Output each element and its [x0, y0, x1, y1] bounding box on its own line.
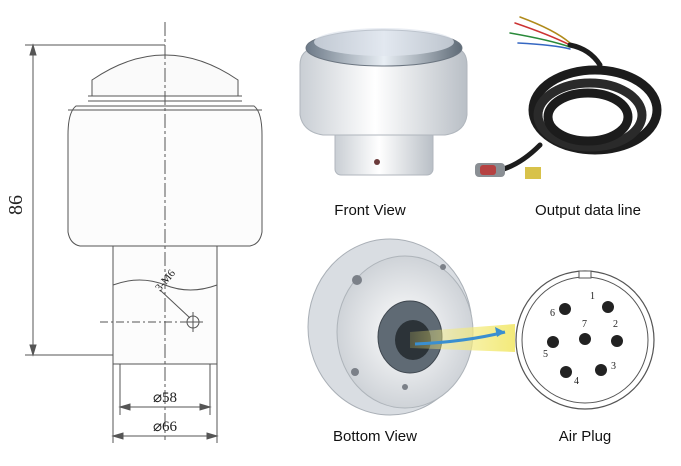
pin-4 [560, 366, 572, 378]
cable-illustration [475, 16, 662, 179]
pin-label-7: 7 [582, 319, 587, 330]
output-data-line-photo [470, 5, 670, 195]
plug-key-notch [578, 270, 592, 279]
pin-3 [595, 364, 607, 376]
pin-label-4: 4 [574, 376, 579, 387]
front-view-photo [295, 10, 475, 190]
diameter-66-label: ⌀66 [153, 419, 178, 435]
front-view-illustration [299, 28, 468, 176]
pin-label-3: 3 [611, 361, 616, 372]
height-dimension-label: 86 [5, 195, 27, 215]
output-data-line-caption: Output data line [535, 202, 641, 219]
main-body-outline [67, 105, 263, 247]
diameter-58-label: ⌀58 [153, 390, 177, 406]
air-plug-svg: 1 2 3 4 5 6 7 [515, 270, 655, 410]
pin-1 [602, 301, 614, 313]
pin-label-6: 6 [550, 308, 555, 319]
pin-2 [611, 335, 623, 347]
air-plug-diagram: 1 2 3 4 5 6 7 [505, 265, 665, 415]
drawing-svg: 86 3-M6 ⌀58 ⌀66 [5, 22, 263, 443]
front-view-caption: Front View [334, 202, 406, 219]
pin-label-1: 1 [590, 291, 595, 302]
air-plug-caption: Air Plug [558, 428, 612, 445]
bottom-view-caption: Bottom View [333, 428, 417, 445]
pin-label-5: 5 [543, 349, 548, 360]
pin-6 [559, 303, 571, 315]
pin-7 [579, 333, 591, 345]
bottom-view-photo [305, 232, 540, 422]
bottom-view-illustration [307, 238, 515, 416]
technical-drawing: 86 3-M6 ⌀58 ⌀66 [0, 0, 290, 466]
pin-label-2: 2 [613, 319, 618, 330]
pin-5 [547, 336, 559, 348]
